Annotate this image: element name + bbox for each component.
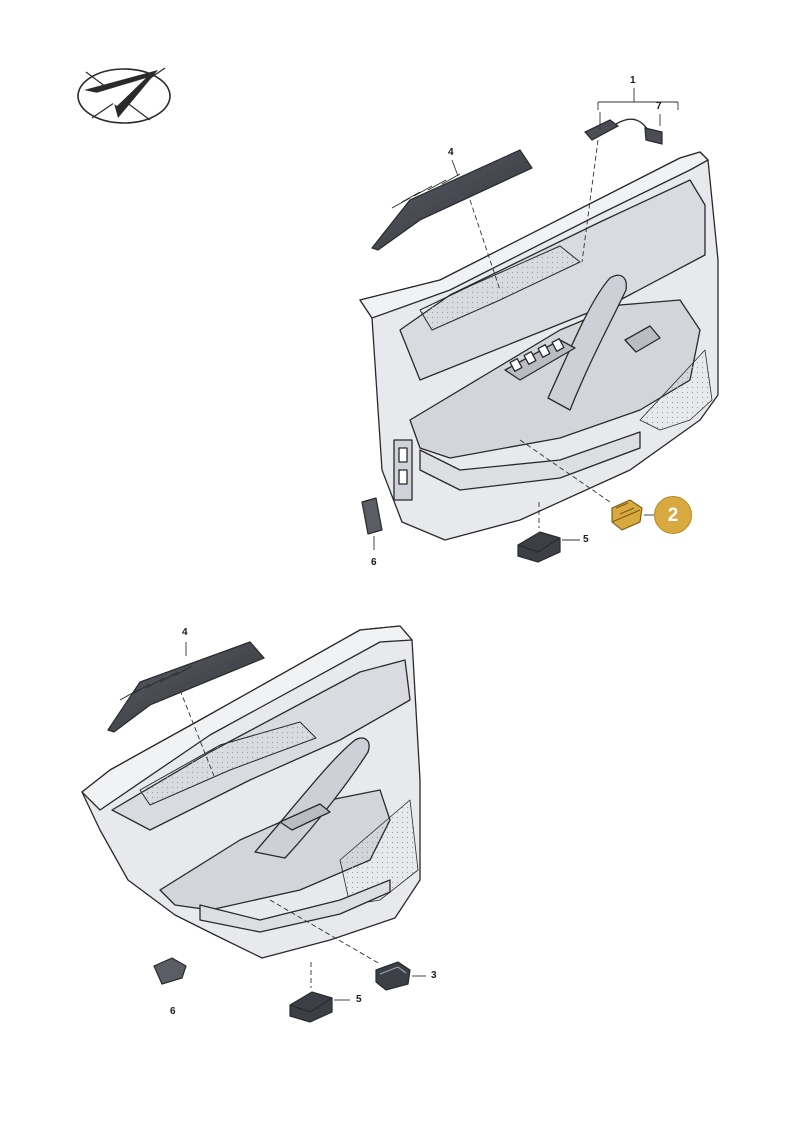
front-switch-highlighted — [611, 499, 643, 531]
callout-label-1: 1 — [630, 75, 636, 86]
front-leader-lines — [373, 88, 679, 550]
callout-label-7: 7 — [656, 101, 662, 112]
rear-door-panel — [81, 625, 421, 959]
rear-light-unit — [289, 991, 333, 1023]
front-trim-strip — [370, 149, 533, 251]
rear-cover-cap — [153, 957, 187, 985]
front-door-panel — [359, 151, 719, 541]
callout-label-4-rear: 4 — [182, 627, 188, 638]
callout-label-5: 5 — [583, 534, 589, 545]
direction-arrow-icon — [77, 67, 171, 124]
rear-trim-strip — [107, 641, 266, 733]
rear-switch — [375, 961, 411, 991]
callout-label-6: 6 — [371, 557, 377, 568]
front-cover-cap — [361, 497, 383, 535]
front-light-unit — [517, 531, 561, 563]
callout-label-5-rear: 5 — [356, 994, 362, 1005]
highlight-badge-2[interactable]: 2 — [654, 496, 692, 534]
front-ambient-light-cable — [584, 118, 663, 145]
callout-label-6-rear: 6 — [170, 1006, 176, 1017]
callout-label-3: 3 — [431, 970, 437, 981]
rear-leader-lines — [179, 642, 426, 1001]
callout-label-4: 4 — [448, 147, 454, 158]
